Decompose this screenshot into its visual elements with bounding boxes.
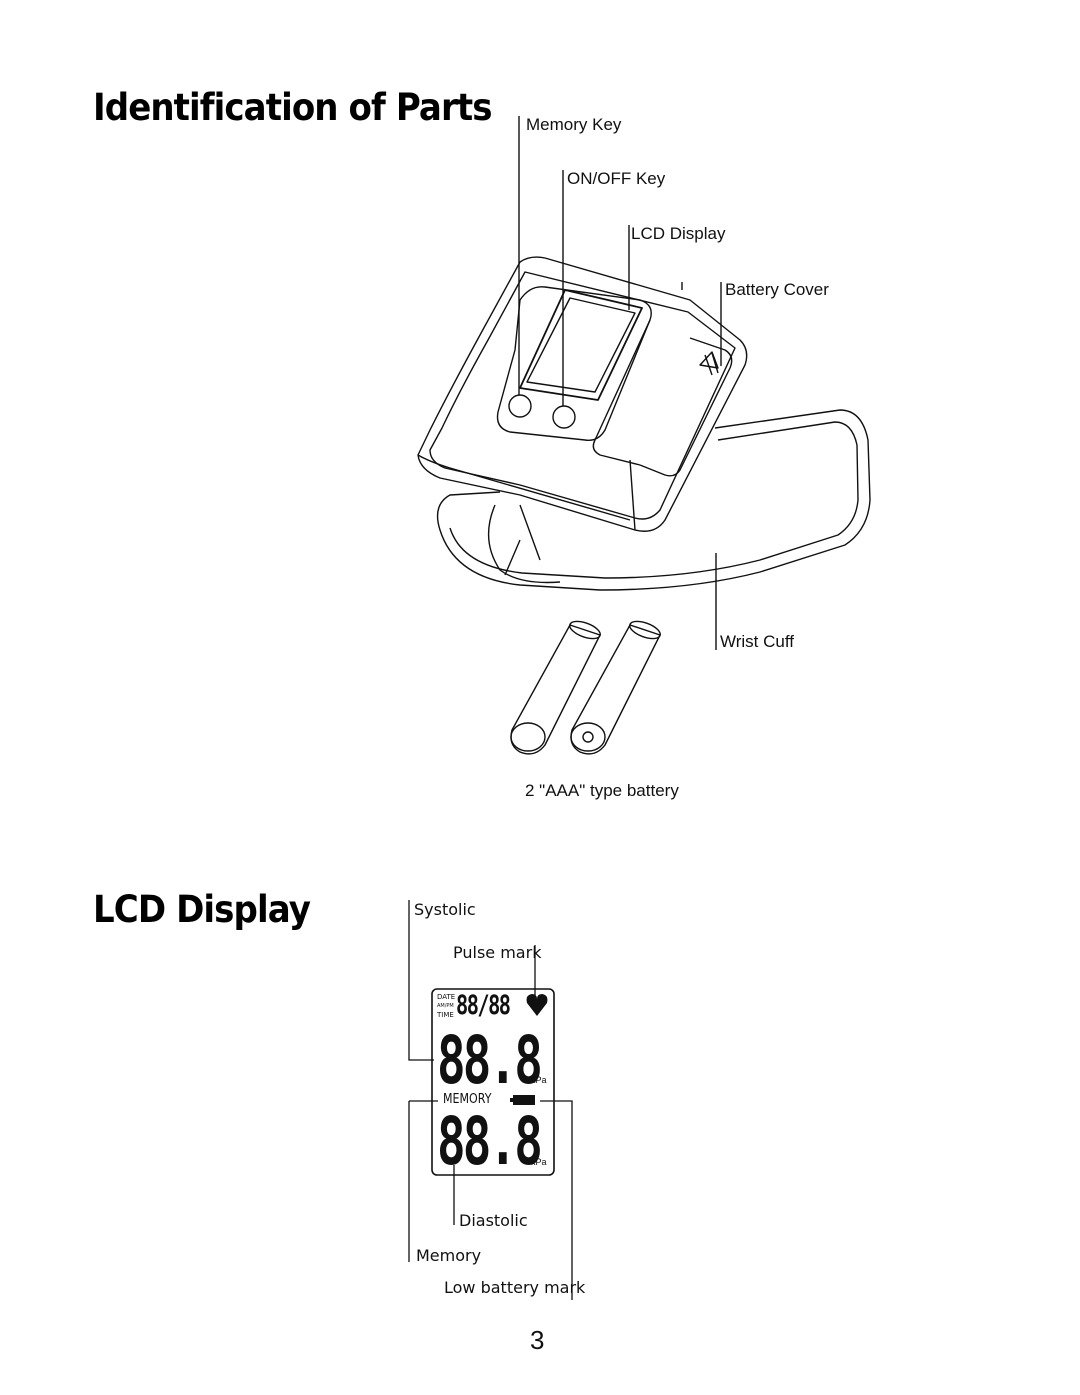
label-onoff-key: ON/OFF Key bbox=[567, 169, 666, 188]
lcd-diastolic-digits: 88.8 bbox=[437, 1103, 543, 1180]
lcd-unit-diastolic: kPa bbox=[531, 1157, 547, 1167]
battery-cover bbox=[639, 337, 733, 477]
label-battery: 2 "AAA" type battery bbox=[525, 781, 679, 800]
page-number: 3 bbox=[530, 1325, 545, 1355]
lcd-section-title: LCD Display bbox=[93, 888, 311, 931]
lcd-screen-frame bbox=[431, 988, 555, 1176]
lcd-window bbox=[519, 289, 643, 401]
label-systolic: Systolic bbox=[414, 900, 476, 919]
label-wrist-cuff: Wrist Cuff bbox=[720, 632, 794, 651]
battery-1 bbox=[510, 620, 601, 755]
lcd-systolic-digits: 88.8 bbox=[437, 1022, 543, 1099]
lcd-date-label: DATE bbox=[437, 993, 456, 1001]
label-memory: Memory bbox=[416, 1246, 482, 1265]
lcd-unit-systolic: kPa bbox=[531, 1075, 547, 1085]
wrist-cuff-outline bbox=[436, 409, 871, 591]
onoff-key-button bbox=[552, 405, 576, 429]
label-memory-key: Memory Key bbox=[526, 115, 622, 134]
lcd-date-digits: 88/88 bbox=[456, 990, 511, 1021]
lcd-date-ampm-time: DATE AM/PM TIME bbox=[437, 993, 455, 1020]
battery-2 bbox=[570, 620, 661, 755]
lcd-ampm-label: AM/PM bbox=[437, 1003, 454, 1009]
memory-key-button bbox=[508, 394, 532, 418]
low-battery-icon bbox=[510, 1095, 535, 1105]
device-body bbox=[417, 256, 748, 532]
label-battery-cover: Battery Cover bbox=[725, 280, 829, 299]
label-low-battery: Low battery mark bbox=[444, 1278, 586, 1297]
lcd-memory-text: MEMORY bbox=[443, 1092, 492, 1107]
label-lcd-display: LCD Display bbox=[631, 224, 726, 243]
parts-section-title: Identification of Parts bbox=[93, 86, 492, 129]
pulse-heart-icon bbox=[526, 994, 548, 1016]
lcd-time-label: TIME bbox=[437, 1011, 454, 1019]
label-diastolic: Diastolic bbox=[459, 1211, 528, 1230]
label-pulse-mark: Pulse mark bbox=[453, 943, 542, 962]
